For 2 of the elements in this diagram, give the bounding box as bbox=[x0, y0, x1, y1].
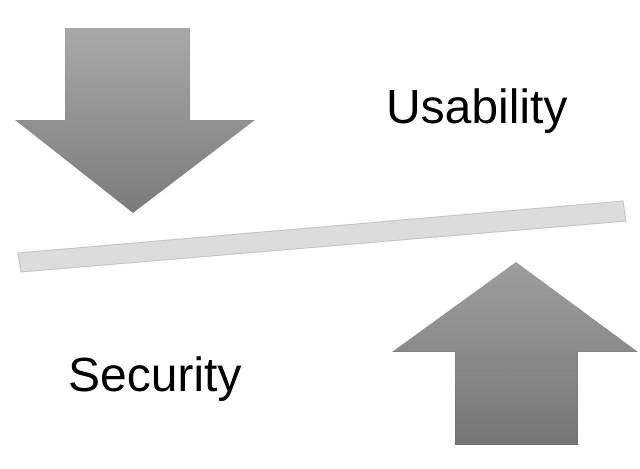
word-label: Security bbox=[68, 352, 242, 400]
word-label: Usability bbox=[386, 84, 568, 132]
